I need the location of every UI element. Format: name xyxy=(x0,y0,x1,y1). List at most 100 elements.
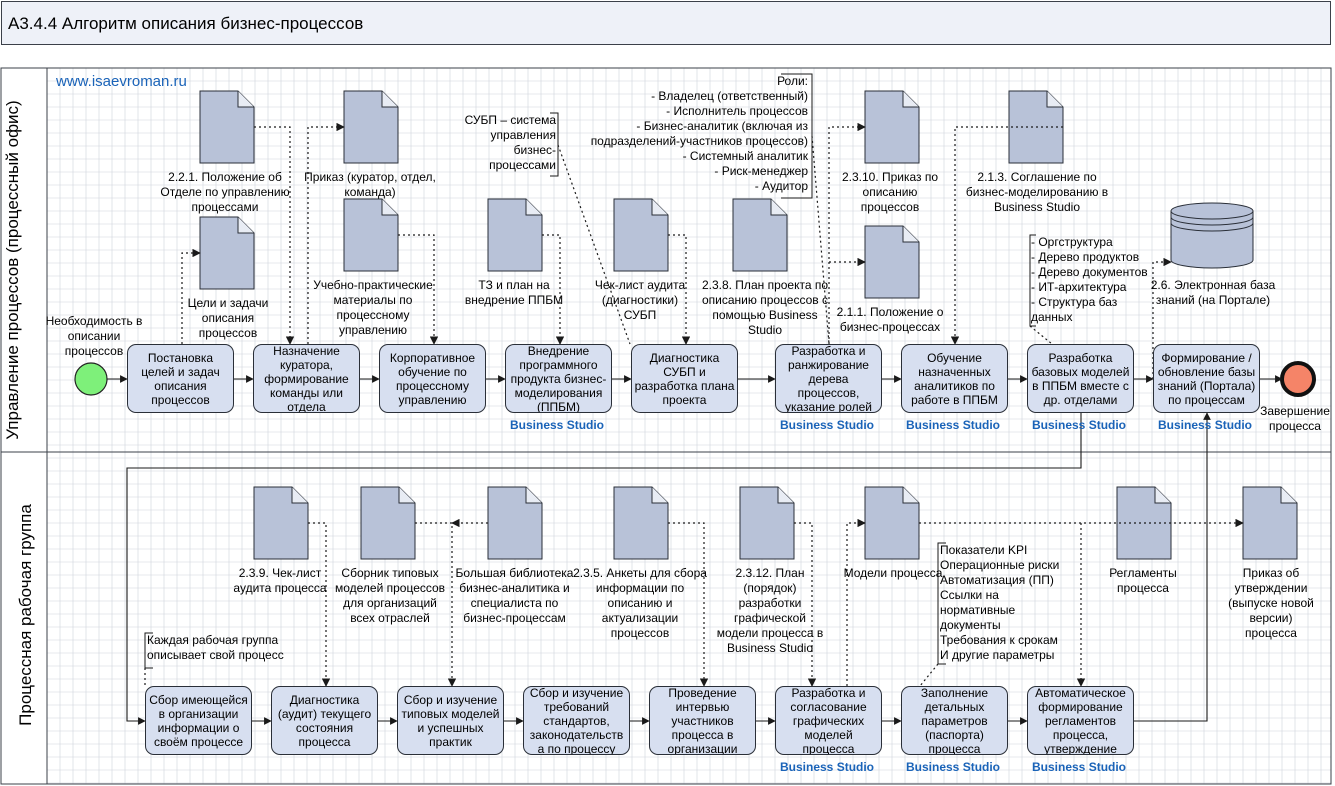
document-icon xyxy=(343,90,399,164)
association xyxy=(307,122,345,344)
document-icon-fold xyxy=(525,487,542,504)
start-event xyxy=(74,362,108,396)
bottom-task-box[interactable]: Заполнение детальных параметров (паспорт… xyxy=(901,686,1008,755)
document-icon xyxy=(613,486,669,560)
document-label: 2.2.1. Положение об Отделе по управлению… xyxy=(160,170,290,214)
document-label: 2.3.5. Анкеты для сбора информации по оп… xyxy=(573,566,707,640)
pool-border xyxy=(0,67,1332,785)
site-link[interactable]: www.isaevroman.ru xyxy=(56,73,187,90)
document-icon-fold xyxy=(902,226,919,243)
subp-link xyxy=(557,144,631,345)
structures-bracket xyxy=(1029,234,1036,327)
title-bar: А3.4.4 Алгоритм описания бизнес-процессо… xyxy=(1,1,1331,45)
association xyxy=(846,518,866,686)
top-task-box[interactable]: Обучение назначенных аналитиков по работ… xyxy=(901,344,1008,413)
bottom-task-box[interactable]: Сбор и изучение требований стандартов, з… xyxy=(523,686,630,755)
document-icon-fold xyxy=(291,487,308,504)
end-event-label: Завершение процесса xyxy=(1260,404,1330,433)
group-note-annotation: Каждая рабочая группа описывает свой про… xyxy=(147,633,284,662)
association xyxy=(794,522,817,687)
document-label: 2.3.10. Приказ по описанию процессов xyxy=(841,170,939,214)
top-task-box[interactable]: Диагностика СУБП и разработка плана прое… xyxy=(631,344,738,413)
top-task-box[interactable]: Формирование / обновление базы знаний (П… xyxy=(1153,344,1260,413)
business-studio-label: Business Studio xyxy=(1032,760,1127,774)
business-studio-label: Business Studio xyxy=(780,760,875,774)
params-annotation: Показатели KPI Операционные риски Автома… xyxy=(940,543,1060,662)
top-task-box[interactable]: Назначение куратора, формирование команд… xyxy=(253,344,360,413)
subp-annotation: СУБП – система управления бизнес-процесс… xyxy=(464,113,556,172)
association xyxy=(398,234,439,345)
document-label: Модели процесса xyxy=(843,566,943,580)
document-icon xyxy=(360,486,416,560)
association xyxy=(254,126,295,345)
document-label: 2.3.12. План (порядок) разработки графич… xyxy=(716,566,824,655)
document-icon xyxy=(199,216,255,290)
association xyxy=(828,122,866,344)
document-icon xyxy=(1242,486,1298,560)
business-studio-label: Business Studio xyxy=(510,418,605,432)
bottom-task-box[interactable]: Автоматическое формирование регламентов … xyxy=(1027,686,1134,755)
document-icon-fold xyxy=(1046,91,1063,108)
bottom-task-box[interactable]: Проведение интервью участников процесса … xyxy=(649,686,756,755)
database-icon-top xyxy=(1170,202,1254,220)
association xyxy=(181,248,201,344)
document-icon xyxy=(864,90,920,164)
document-icon xyxy=(343,198,399,272)
association xyxy=(542,234,565,345)
diagram-title: А3.4.4 Алгоритм описания бизнес-процессо… xyxy=(8,14,364,33)
top-task-box[interactable]: Внедрение программного продукта бизнес-м… xyxy=(505,344,612,413)
document-label: Цели и задачи описания процессов xyxy=(187,296,269,340)
bottom-task-box[interactable]: Разработка и согласование графических мо… xyxy=(775,686,882,755)
top-task-box[interactable]: Разработка и ранжирование дерева процесс… xyxy=(775,344,882,413)
bottom-task-box[interactable]: Сбор и изучение типовых моделей и успешн… xyxy=(397,686,504,755)
database-icon-rings xyxy=(1170,216,1254,232)
document-icon xyxy=(739,486,795,560)
params-bracket xyxy=(937,542,946,665)
document-icon xyxy=(864,225,920,299)
document-label: Чек-лист аудита (диагностики) СУБП xyxy=(594,278,686,322)
document-icon xyxy=(864,486,920,560)
document-icon xyxy=(613,198,669,272)
document-icon-fold xyxy=(1154,487,1171,504)
top-task-box[interactable]: Корпоративное обучение по процессному уп… xyxy=(379,344,486,413)
group-note-bracket xyxy=(144,632,153,669)
document-label: ТЗ и план на внедрение ППБМ xyxy=(464,278,564,307)
document-icon xyxy=(199,90,255,164)
database-icon xyxy=(1170,211,1254,269)
document-icon-fold xyxy=(902,91,919,108)
subp-bracket xyxy=(550,112,559,177)
document-label: 2.1.1. Положение о бизнес-процессах xyxy=(836,305,944,334)
bottom-task-box[interactable]: Сбор имеющейся в организации информации … xyxy=(145,686,252,755)
business-studio-label: Business Studio xyxy=(780,418,875,432)
sequence-flow xyxy=(126,413,1082,725)
bottom-task-box[interactable]: Диагностика (аудит) текущего состояния п… xyxy=(271,686,378,755)
document-label: Приказ об утверждении (выпуске новой вер… xyxy=(1228,566,1314,640)
association xyxy=(668,234,691,345)
document-icon xyxy=(732,198,788,272)
association xyxy=(308,522,331,687)
start-event-label: Необходимость в описании процессов xyxy=(45,314,143,358)
document-label: 2.6. Электронная база знаний (на Портале… xyxy=(1150,278,1276,307)
document-icon xyxy=(253,486,309,560)
business-studio-label: Business Studio xyxy=(1158,418,1253,432)
document-icon-fold xyxy=(237,91,254,108)
lane-label-bottom: Процессная рабочая группа xyxy=(16,504,35,726)
document-icon xyxy=(487,486,543,560)
document-icon-fold xyxy=(398,487,415,504)
lane-label-top: Управление процессов (процессный офис) xyxy=(3,100,22,440)
top-task-box[interactable]: Разработка базовых моделей в ППБМ вместе… xyxy=(1027,344,1134,413)
params-link xyxy=(919,663,939,687)
document-label: Приказ (куратор, отдел, команда) xyxy=(304,170,436,199)
document-icon-fold xyxy=(770,199,787,216)
association xyxy=(668,522,709,687)
sequence-flow xyxy=(1134,412,1211,722)
document-icon-fold xyxy=(381,91,398,108)
top-task-box[interactable]: Постановка целей и задач описания процес… xyxy=(127,344,234,413)
document-icon-fold xyxy=(237,217,254,234)
structures-annotation: - Оргструктура - Дерево продуктов - Дере… xyxy=(1031,235,1148,324)
document-icon-fold xyxy=(651,487,668,504)
document-icon-fold xyxy=(777,487,794,504)
document-icon-fold xyxy=(902,487,919,504)
business-studio-label: Business Studio xyxy=(906,760,1001,774)
